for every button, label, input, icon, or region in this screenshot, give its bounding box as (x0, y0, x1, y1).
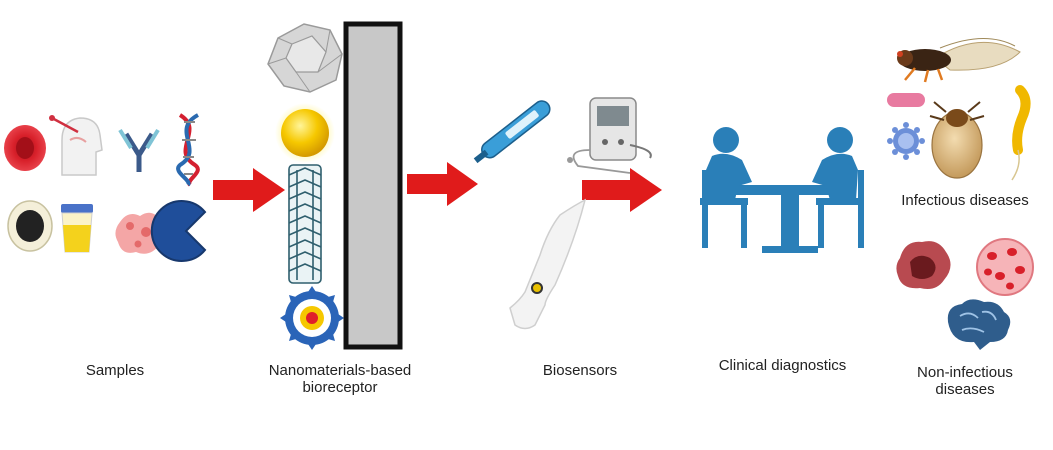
non-infectious-diseases-label: Non-infectious diseases (895, 364, 1035, 398)
nanomaterials-label-line1: Nanomaterials-based (268, 362, 412, 379)
tumor-icon (896, 241, 951, 289)
nanomaterials-label-line2: bioreceptor (302, 379, 378, 396)
blood-cells-icon (976, 238, 1034, 296)
arrow-nano-to-biosensors (407, 162, 478, 206)
thermometer-icon (473, 100, 551, 164)
non-infectious-label-line2: diseases (935, 381, 995, 398)
spirillum-icon (1011, 85, 1031, 181)
brain-icon (947, 299, 1011, 350)
arrow-biosensors-to-clinical (582, 168, 662, 212)
cicada-icon (897, 37, 1021, 83)
samples-label: Samples (85, 362, 145, 379)
clinical-diagnostics-label: Clinical diagnostics (718, 357, 847, 374)
bioreceptor-bar (343, 21, 403, 350)
nasal-swab-icon (49, 115, 103, 176)
cell-icon (7, 200, 53, 252)
non-infectious-label-line1: Non-infectious (917, 364, 1013, 381)
virus-icon (887, 122, 925, 160)
glucometer-icon (567, 97, 652, 174)
tick-icon (929, 101, 985, 179)
micelle-icon (280, 286, 344, 350)
polyhedron-nanoparticle-icon (267, 23, 343, 93)
wearable-arm-sensor-icon (509, 198, 587, 330)
carbon-nanotube-icon (288, 164, 322, 284)
enzyme-icon (150, 200, 207, 262)
biosensors-label: Biosensors (542, 362, 618, 379)
clinical-diagnostics-icon (700, 127, 864, 253)
red-blood-cell-icon (4, 125, 46, 171)
arrow-samples-to-nano (213, 168, 285, 212)
infectious-diseases-label: Infectious diseases (901, 192, 1029, 209)
dna-icon (176, 113, 200, 187)
gold-nanoparticle-icon (275, 103, 335, 163)
antibody-icon (118, 128, 160, 172)
urine-cup-icon (61, 204, 93, 253)
bacterium-icon (887, 93, 925, 107)
nanomaterials-label: Nanomaterials-based bioreceptor (250, 362, 430, 396)
